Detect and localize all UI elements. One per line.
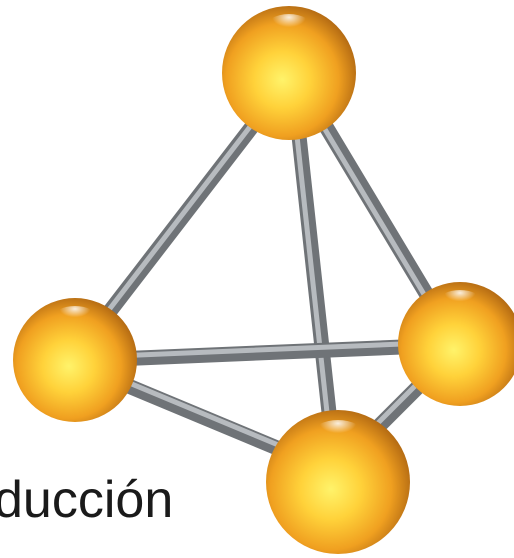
bond-left-right-highlight xyxy=(87,339,453,360)
bond-top-bottom-highlight xyxy=(289,87,333,443)
caption-text: ducción xyxy=(0,471,174,529)
atom-right xyxy=(398,282,514,406)
atom-left xyxy=(13,298,137,422)
atom-top xyxy=(222,6,356,140)
bond-left-right xyxy=(82,337,458,368)
atom-bottom xyxy=(266,410,410,554)
bonds xyxy=(72,72,458,478)
